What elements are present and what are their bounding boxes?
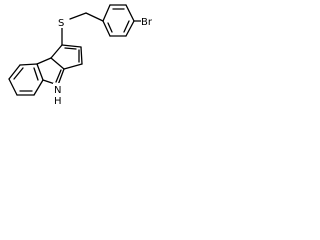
bond [69,12,87,20]
bond-lines [8,4,142,96]
chemical-structure-diagram: S Br N H [8,4,158,107]
bond [13,67,24,80]
bond [57,68,65,86]
bond [36,57,52,65]
bond [33,79,44,96]
atom-label-sulfur: S [58,18,64,29]
atom-label-hydrogen: H [54,96,62,107]
bond [50,57,65,70]
bond [33,67,39,81]
bond [85,12,104,22]
bond [123,20,130,33]
bond [63,63,83,70]
bond [55,69,62,83]
bond [107,22,113,33]
bond [50,44,63,59]
bond [61,44,82,48]
bond [36,63,44,81]
bond [8,64,21,80]
bond [80,46,83,65]
bond [64,47,77,50]
bond [125,4,135,22]
atom-label-bromine: Br [141,17,153,28]
bond [19,63,38,66]
bond [125,20,135,37]
bond [102,4,111,22]
atom-label-nitrogen: N [54,85,61,96]
bond [102,20,111,37]
bond [8,78,18,96]
structure-canvas: S Br N H [0,0,159,113]
atom-labels: S Br N H [53,15,158,107]
